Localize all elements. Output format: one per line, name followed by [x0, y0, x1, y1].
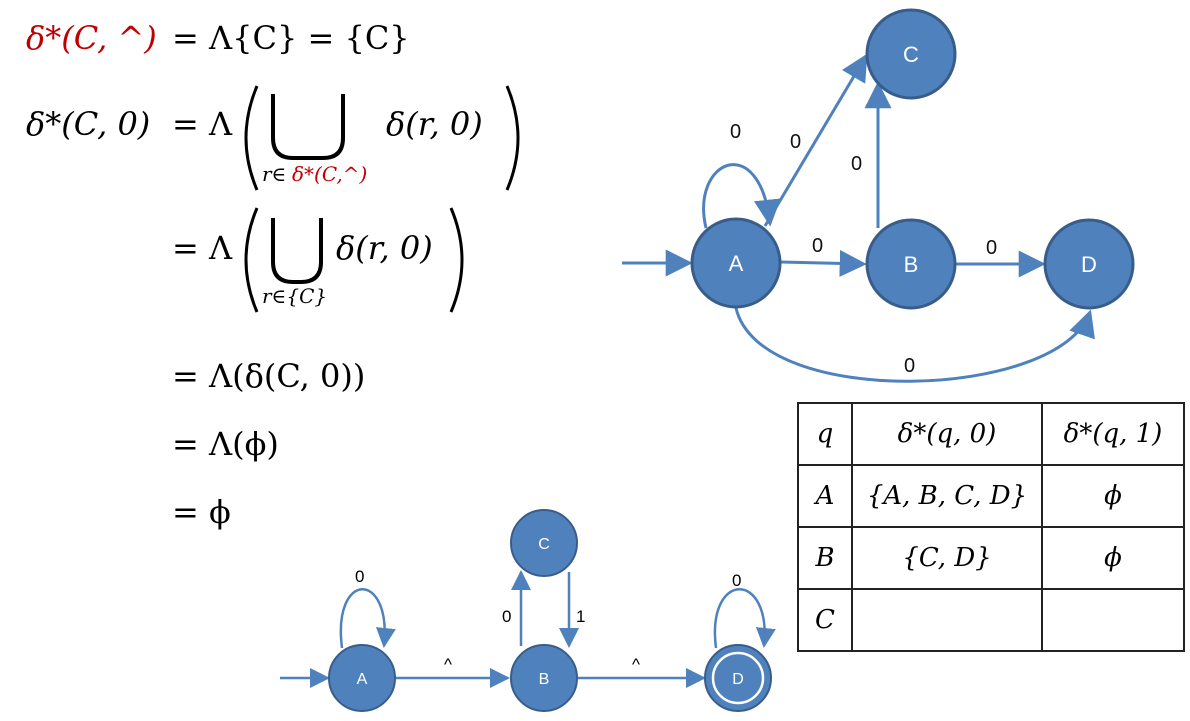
svg-text:B: B	[904, 252, 919, 277]
svg-text:A: A	[357, 671, 368, 688]
top-edge-a-c	[763, 53, 868, 227]
top-state-diagram: 0 0 0 0 0 0 A B C D	[622, 8, 1135, 383]
eq3-prefix: = Λ	[172, 229, 233, 267]
table-cell	[1041, 588, 1185, 652]
eq1-rhs: = Λ{C} = {C}	[172, 19, 410, 57]
table-cell	[851, 588, 1043, 652]
transition-table: q δ*(q, 0) δ*(q, 1) A {A, B, C, D} ϕ B {…	[797, 402, 1185, 652]
bottom-edge-d-d-label: 0	[732, 571, 741, 590]
eq5: = Λ(ϕ)	[172, 425, 279, 463]
top-edge-a-c-label: 0	[790, 131, 801, 153]
top-edge-b-c-label: 0	[851, 153, 862, 175]
table-cell: B	[797, 526, 853, 590]
table-header-row: q δ*(q, 0) δ*(q, 1)	[797, 402, 1185, 466]
eq3-big-parens-union	[244, 207, 464, 313]
svg-text:A: A	[729, 251, 744, 276]
table-header-cell: δ*(q, 1)	[1041, 402, 1185, 466]
eq2-union-sub-a: r∈	[262, 162, 287, 186]
table-row: C	[797, 588, 1185, 652]
top-node-d: D	[1043, 218, 1135, 310]
eq2-lhs: δ*(C, 0)	[26, 105, 151, 143]
top-node-a: A	[690, 217, 782, 309]
bottom-edge-b-c-label: 0	[502, 607, 511, 626]
svg-text:D: D	[1081, 252, 1097, 277]
eq3-union-sub: r∈{C}	[262, 284, 328, 308]
table-cell: C	[797, 588, 853, 652]
bottom-node-c: C	[510, 509, 578, 577]
bottom-edge-d-d	[713, 588, 776, 649]
svg-text:B: B	[539, 671, 550, 688]
svg-text:D: D	[732, 671, 744, 688]
table-cell: {C, D}	[851, 526, 1043, 590]
top-edge-a-d-label: 0	[904, 355, 915, 377]
bottom-edge-a-a-label: 0	[355, 567, 364, 586]
eq1-lhs: δ*(C, ^)	[26, 19, 157, 57]
table-cell: A	[797, 464, 853, 528]
eq2-big-parens-union	[244, 85, 520, 191]
bottom-edge-a-b-label: ^	[444, 655, 452, 674]
eq6: = ϕ	[172, 493, 231, 531]
eq4: = Λ(δ(C, 0))	[172, 357, 366, 395]
svg-text:C: C	[903, 42, 919, 67]
bottom-node-a: A	[328, 644, 396, 712]
top-edge-b-d-label: 0	[986, 237, 997, 259]
top-edge-a-d	[734, 307, 1095, 383]
table-header-cell: δ*(q, 0)	[851, 402, 1043, 466]
eq2-prefix: = Λ	[172, 105, 233, 143]
eq2-body: δ(r, 0)	[386, 105, 483, 143]
top-edge-a-b	[780, 249, 867, 277]
svg-text:C: C	[538, 536, 550, 553]
top-node-c: C	[865, 8, 957, 100]
top-node-b: B	[865, 218, 957, 310]
table-cell: ϕ	[1041, 464, 1185, 528]
bottom-node-d-accepting: D	[704, 644, 772, 712]
eq2-union-sub-b: δ*(C,^)	[292, 162, 368, 186]
eq3-body: δ(r, 0)	[336, 229, 433, 267]
bottom-edge-b-d-label: ^	[632, 655, 640, 674]
table-cell: {A, B, C, D}	[851, 464, 1043, 528]
top-edge-a-a	[702, 163, 781, 229]
top-edge-a-b-label: 0	[812, 235, 823, 257]
bottom-state-diagram: 0 ^ 0 1 ^ 0 A B C D	[280, 509, 776, 712]
table-header-cell: q	[797, 402, 853, 466]
bottom-edge-c-b-label: 1	[576, 607, 585, 626]
bottom-edge-a-a	[339, 588, 396, 649]
bottom-node-b: B	[510, 644, 578, 712]
transition-table-container: q δ*(q, 0) δ*(q, 1) A {A, B, C, D} ϕ B {…	[797, 402, 1190, 655]
table-row: B {C, D} ϕ	[797, 526, 1185, 590]
table-row: A {A, B, C, D} ϕ	[797, 464, 1185, 528]
table-cell: ϕ	[1041, 526, 1185, 590]
top-edge-a-a-label: 0	[730, 121, 741, 143]
